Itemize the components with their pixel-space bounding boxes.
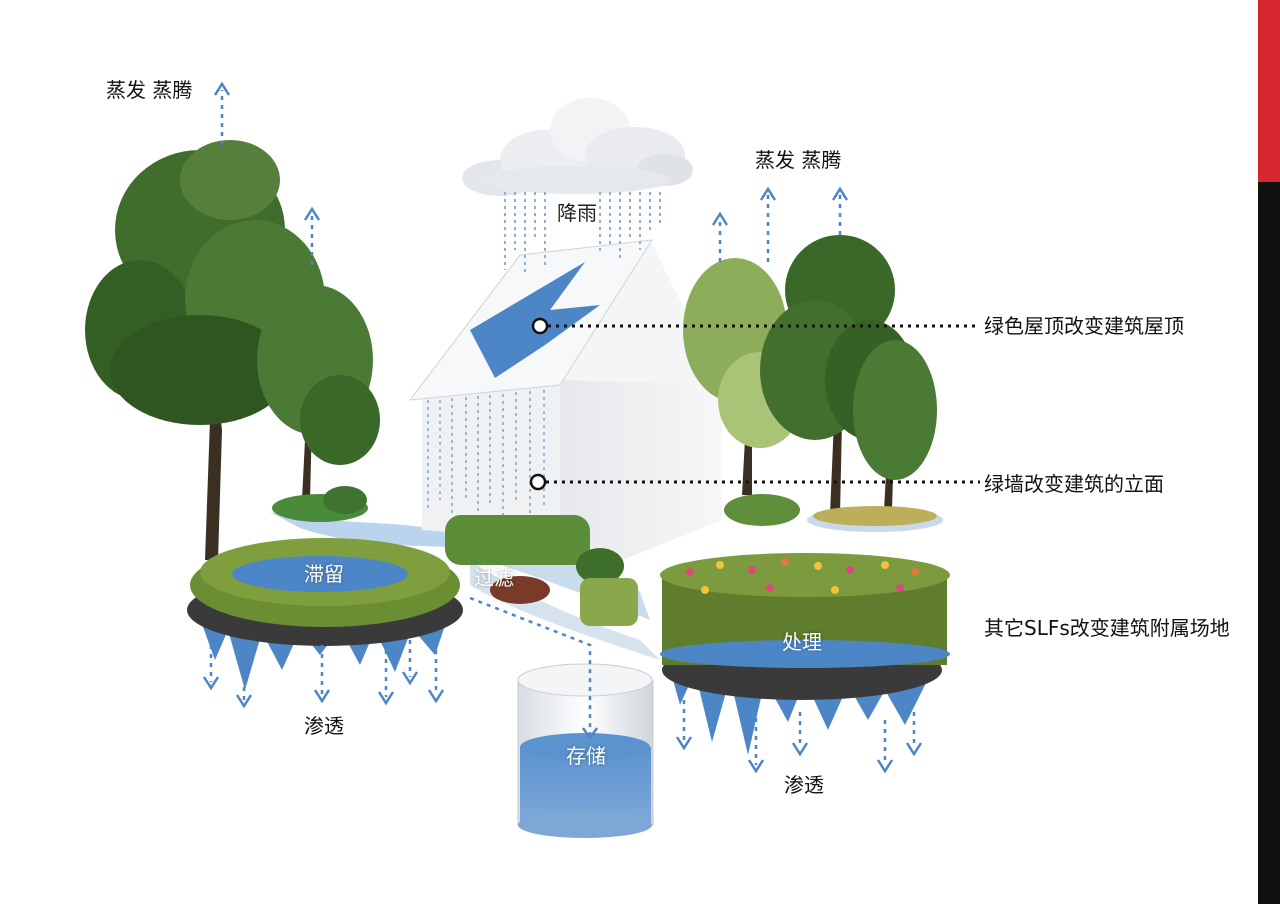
green-roof-label: 绿色屋顶改变建筑屋顶 — [984, 314, 1184, 338]
detention-label: 滞留 — [304, 562, 344, 586]
evap-label-left: 蒸发 蒸腾 — [106, 78, 193, 102]
side-bar — [1258, 0, 1280, 904]
evap-label-right: 蒸发 蒸腾 — [755, 148, 842, 172]
cloud-icon — [462, 98, 693, 196]
infiltration-label-left: 渗透 — [304, 714, 344, 738]
flower-dots — [686, 558, 919, 594]
arrow-up-icon — [213, 81, 849, 265]
storage-label: 存储 — [566, 744, 606, 768]
shrub-bed-right — [724, 494, 943, 532]
leader-green-roof — [531, 317, 980, 335]
arrow-down-icon — [202, 640, 445, 709]
arrow-down-icon — [675, 700, 923, 774]
rain-lines — [504, 192, 661, 275]
infiltration-label-right: 渗透 — [784, 773, 824, 797]
tree-icon — [85, 140, 325, 560]
tree-icon — [853, 340, 937, 510]
flow-to-storage — [469, 596, 599, 741]
leader-green-wall — [529, 473, 980, 491]
tree-icon — [257, 285, 380, 500]
treatment-island — [660, 553, 950, 755]
side-bar-accent — [1258, 0, 1280, 182]
hedge — [445, 515, 638, 626]
shrub-bed-left — [272, 486, 368, 522]
green-wall-label: 绿墙改变建筑的立面 — [984, 472, 1164, 496]
filtration-label: 过滤 — [474, 566, 514, 590]
storage-tank-icon — [517, 663, 654, 838]
detention-island — [187, 538, 463, 690]
pin-icon — [529, 473, 547, 491]
other-slfs-label: 其它SLFs改变建筑附属场地 — [984, 616, 1230, 640]
rain-label: 降雨 — [557, 201, 597, 225]
wall-runoff — [427, 390, 545, 520]
treatment-label: 处理 — [782, 630, 822, 654]
pin-icon — [531, 317, 549, 335]
